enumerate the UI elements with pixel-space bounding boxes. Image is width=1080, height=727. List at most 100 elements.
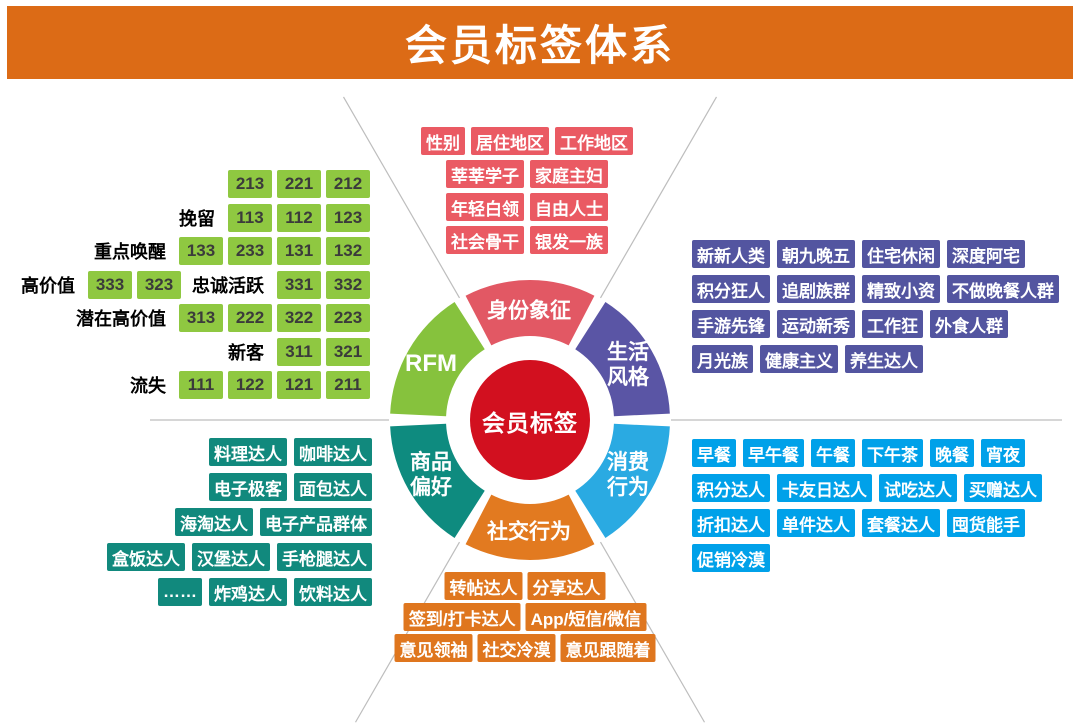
tag: 折扣达人: [692, 509, 770, 537]
tag: 签到/打卡达人: [403, 603, 521, 631]
hub-segment-lifestyle: [575, 302, 670, 417]
tag: 手游先锋: [692, 310, 770, 338]
hub-segment-social: [465, 494, 595, 560]
tag: 咖啡达人: [294, 438, 372, 466]
tag: 早餐: [692, 439, 736, 467]
hub-segment-consumption: [575, 423, 670, 538]
tag: 下午茶: [862, 439, 923, 467]
tag: 电子产品群体: [260, 508, 372, 536]
tag: 盒饭达人: [107, 543, 185, 571]
tag: 晚餐: [930, 439, 974, 467]
tag: 不做晚餐人群: [947, 275, 1059, 303]
tag: 工作狂: [862, 310, 923, 338]
tag: 套餐达人: [862, 509, 940, 537]
tag: 积分达人: [692, 474, 770, 502]
rfm-cell: 333: [88, 270, 132, 299]
tag: 单件达人: [777, 509, 855, 537]
rfm-cell: 131: [277, 237, 321, 265]
rfm-row-label: 忠诚活跃: [192, 275, 264, 296]
rfm-row-label: 流失: [130, 376, 166, 396]
tag-row: 早餐早午餐午餐下午茶晚餐宵夜: [692, 439, 1025, 467]
tag-row: 社会骨干银发一族: [446, 226, 608, 254]
tag: 手枪腿达人: [277, 543, 372, 571]
tag: 社交冷漠: [477, 634, 556, 662]
tag-group-product: 料理达人咖啡达人电子极客面包达人海淘达人电子产品群体盒饭达人汉堡达人手枪腿达人……: [107, 438, 372, 606]
tag: 社会骨干: [446, 226, 524, 254]
tag: App/短信/微信: [525, 603, 647, 631]
tag: 住宅休闲: [862, 240, 940, 268]
tag: 工作地区: [555, 127, 633, 155]
rfm-cell: 321: [326, 337, 370, 366]
tag: 追剧族群: [777, 275, 855, 303]
rfm-row-label: 新客: [228, 342, 264, 363]
tag: 分享达人: [527, 572, 606, 600]
tag: 居住地区: [471, 127, 549, 155]
tag: 意见跟随着: [560, 634, 656, 662]
tag-group-identity: 性别居住地区工作地区莘莘学子家庭主妇年轻白领自由人士社会骨干银发一族: [421, 127, 633, 254]
hub-segment-product: [390, 423, 485, 538]
hub-segment-identity: [465, 280, 595, 346]
tag: 朝九晚五: [777, 240, 855, 268]
tag: 莘莘学子: [446, 160, 524, 188]
rfm-row-label: 挽留: [179, 208, 215, 229]
tag: 意见领袖: [394, 634, 473, 662]
rfm-cell: 323: [137, 270, 181, 299]
rfm-cell: 113: [228, 203, 272, 232]
tag: 料理达人: [209, 438, 287, 466]
tag: 宵夜: [981, 439, 1025, 467]
rfm-cell: 212: [326, 170, 370, 198]
rfm-cell: 122: [228, 371, 272, 399]
rfm-cell: 123: [326, 203, 370, 232]
tag-row: 电子极客面包达人: [209, 473, 372, 501]
tag: 转帖达人: [444, 572, 523, 600]
rfm-cell: 223: [326, 304, 370, 332]
tag-row: 料理达人咖啡达人: [209, 438, 372, 466]
tag: 买赠达人: [964, 474, 1042, 502]
divider-line: [342, 96, 461, 299]
tag: 家庭主妇: [530, 160, 608, 188]
divider-line: [354, 541, 461, 723]
tag: 促销冷漠: [692, 544, 770, 572]
tag-row: 意见领袖社交冷漠意见跟随着: [394, 634, 656, 662]
tag: 自由人士: [530, 193, 608, 221]
rfm-cell: 313: [179, 304, 223, 332]
tag: 精致小资: [862, 275, 940, 303]
tag: 早午餐: [743, 439, 804, 467]
tag: 月光族: [692, 345, 753, 373]
rfm-row-label: 潜在高价值: [76, 309, 166, 329]
tag: 海淘达人: [175, 508, 253, 536]
rfm-row-label: 高价值: [21, 275, 75, 296]
tag: 面包达人: [294, 473, 372, 501]
tag: 银发一族: [530, 226, 608, 254]
tag: 囤货能手: [947, 509, 1025, 537]
divider-line: [599, 96, 718, 299]
tag: 年轻白领: [446, 193, 524, 221]
tag: 卡友日达人: [777, 474, 872, 502]
tag-row: 积分狂人追剧族群精致小资不做晚餐人群: [692, 275, 1059, 303]
tag-row: 积分达人卡友日达人试吃达人买赠达人: [692, 474, 1042, 502]
rfm-cell: 111: [179, 371, 223, 399]
header-banner: 会员标签体系: [7, 6, 1073, 79]
rfm-cell: 221: [277, 170, 321, 198]
hub-center-circle: [470, 360, 590, 480]
divider-line: [599, 541, 706, 723]
tag: 汉堡达人: [192, 543, 270, 571]
tag: 饮料达人: [294, 578, 372, 606]
tag: 电子极客: [209, 473, 287, 501]
tag: 午餐: [811, 439, 855, 467]
tag-row: 促销冷漠: [692, 544, 770, 572]
rfm-cell: 132: [326, 237, 370, 265]
tag-row: 莘莘学子家庭主妇: [446, 160, 608, 188]
rfm-cell: 331: [277, 270, 321, 299]
tag-row: ……炸鸡达人饮料达人: [158, 578, 372, 606]
